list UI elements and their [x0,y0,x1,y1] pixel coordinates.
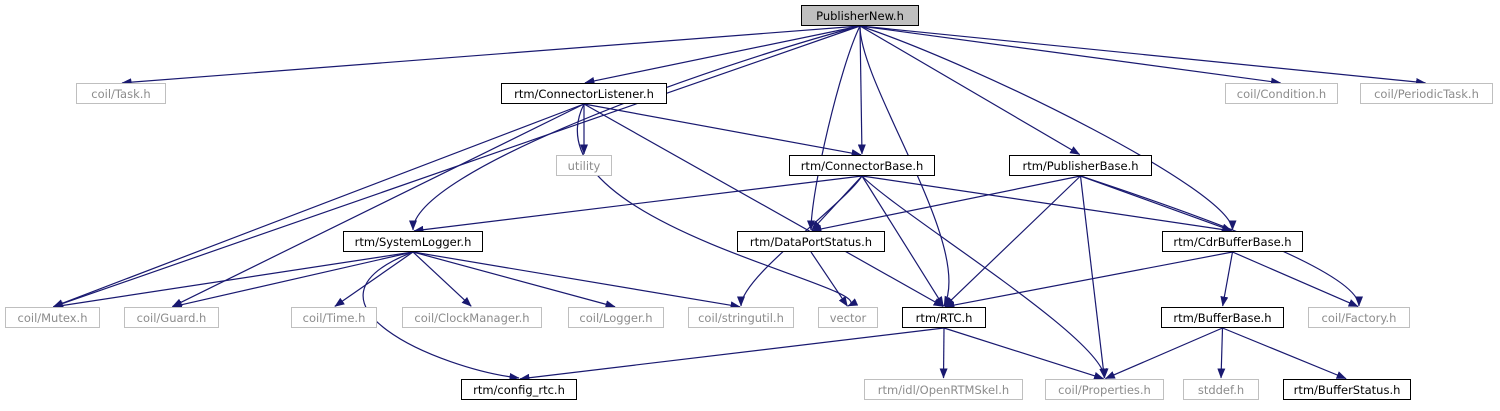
edge-rtm_bufferbase_h-to-coil_properties_h [1104,327,1223,380]
node-utility: utility [556,155,612,176]
edge-rtm_connectorlistener_h-to-vector [576,103,859,307]
edge-rtm_connectorbase_h-to-rtm_cdrbufferbase_h [861,175,1233,234]
edge-rtm_connectorlistener_h-to-coil_mutex_h [52,103,585,308]
edge-rtm_bufferbase_h-to-rtm_bufferstatus_h [1222,327,1347,380]
node-rtm-connectorlistener-h[interactable]: rtm/ConnectorListener.h [501,83,667,104]
node-rtm-config-rtc-h[interactable]: rtm/config_rtc.h [461,379,577,400]
edge-rtm_rtc_h-to-coil_properties_h [943,327,1105,380]
edge-rtm_connectorbase_h-to-coil_properties_h [861,175,1109,379]
edge-rtm_cdrbufferbase_h-to-coil_factory_h [1232,251,1359,308]
edge-publishernew_h-to-rtm_connectorbase_h [857,25,866,155]
node-coil-guard-h: coil/Guard.h [124,307,219,328]
edge-rtm_connectorlistener_h-to-rtm_rtc_h [583,103,944,308]
edge-rtm_dataportstatus_h-to-vector [810,251,848,307]
edge-rtm_cdrbufferbase_h-to-rtm_bufferbase_h [1220,251,1234,307]
edge-publishernew_h-to-rtm_cdrbufferbase_h [859,25,1237,231]
edge-rtm_connectorbase_h-to-rtm_systemlogger_h [413,175,863,234]
edge-rtm_systemlogger_h-to-coil_stringutil_h [412,251,741,310]
edge-rtm_connectorbase_h-to-rtm_dataportstatus_h [811,175,863,231]
node-rtm-idl-openrtmskel-h: rtm/idl/OpenRTMSkel.h [864,379,1023,400]
edge-rtm_cdrbufferbase_h-to-rtm_rtc_h [944,251,1233,309]
edge-publishernew_h-to-rtm_systemlogger_h [409,25,861,231]
edge-rtm_connectorbase_h-to-rtm_rtc_h [861,175,944,307]
edge-rtm_publisherbase_h-to-coil_properties_h [1079,175,1108,379]
node-rtm-dataportstatus-h[interactable]: rtm/DataPortStatus.h [737,231,885,252]
edge-rtm_systemlogger_h-to-coil_mutex_h [52,251,414,310]
node-rtm-connectorbase-h[interactable]: rtm/ConnectorBase.h [789,155,935,176]
node-coil-stringutil-h: coil/stringutil.h [688,307,794,328]
node-coil-factory-h: coil/Factory.h [1308,307,1410,328]
edge-rtm_bufferbase_h-to-stddef_h [1217,327,1226,379]
edge-rtm_systemlogger_h-to-rtm_config_rtc_h [362,251,520,381]
node-vector: vector [818,307,878,328]
node-coil-clockmanager-h: coil/ClockManager.h [402,307,542,328]
edge-rtm_systemlogger_h-to-coil_clockmanager_h [412,251,472,307]
node-rtm-rtc-h[interactable]: rtm/RTC.h [902,307,986,328]
node-rtm-bufferbase-h[interactable]: rtm/BufferBase.h [1161,307,1284,328]
edge-rtm_systemlogger_h-to-coil_logger_h [412,251,616,309]
edge-publishernew_h-to-coil_task_h [121,25,861,87]
node-rtm-cdrbufferbase-h[interactable]: rtm/CdrBufferBase.h [1162,231,1303,252]
node-coil-logger-h: coil/Logger.h [568,307,664,328]
node-rtm-publisherbase-h[interactable]: rtm/PublisherBase.h [1009,155,1152,176]
node-coil-periodictask-h: coil/PeriodicTask.h [1360,83,1493,104]
node-rtm-bufferstatus-h[interactable]: rtm/BufferStatus.h [1283,379,1411,400]
edge-publishernew_h-to-rtm_connectorlistener_h [584,25,861,85]
edge-publishernew_h-to-coil_condition_h [859,25,1282,86]
node-rtm-systemlogger-h[interactable]: rtm/SystemLogger.h [343,231,483,252]
node-coil-properties-h: coil/Properties.h [1045,379,1164,400]
edge-rtm_rtc_h-to-rtm_config_rtc_h [519,327,945,382]
edge-publishernew_h-to-rtm_publisherbase_h [859,25,1081,156]
edge-rtm_publisherbase_h-to-rtm_rtc_h [944,175,1081,307]
edge-publishernew_h-to-coil_periodictask_h [859,25,1427,86]
node-publishernew-h: PublisherNew.h [801,5,919,26]
edge-rtm_publisherbase_h-to-rtm_dataportstatus_h [811,175,1081,233]
edge-rtm_systemlogger_h-to-coil_time_h [334,251,414,307]
edge-rtm_connectorlistener_h-to-rtm_connectorbase_h [583,103,862,158]
node-stddef-h: stddef.h [1183,379,1259,400]
node-coil-time-h: coil/Time.h [291,307,377,328]
node-coil-condition-h: coil/Condition.h [1225,83,1338,104]
edge-rtm_connectorlistener_h-to-coil_guard_h [171,103,585,308]
edge-rtm_systemlogger_h-to-coil_guard_h [171,251,414,309]
node-coil-task-h: coil/Task.h [76,83,166,104]
node-coil-mutex-h: coil/Mutex.h [5,307,100,328]
edge-rtm_publisherbase_h-to-rtm_cdrbufferbase_h [1080,175,1233,232]
edge-publishernew_h-to-rtm_dataportstatus_h [807,25,861,231]
